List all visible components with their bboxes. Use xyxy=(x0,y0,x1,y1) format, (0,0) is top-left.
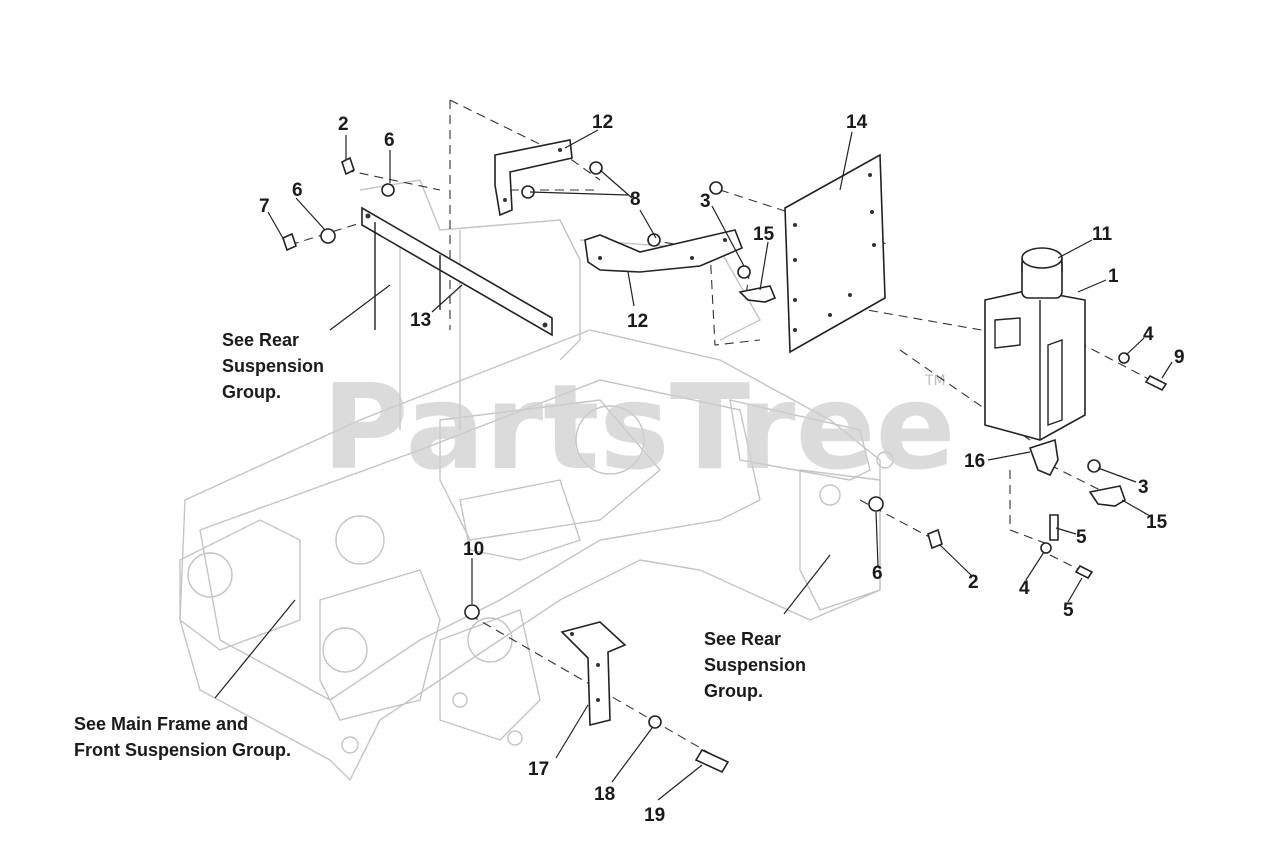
leader-lines xyxy=(214,129,1173,801)
callout-9: 9 xyxy=(1174,347,1185,368)
callout-12-upper: 12 xyxy=(592,112,613,133)
note-rear-suspension-right: See Rear Suspension Group. xyxy=(704,629,806,701)
note-line: See Rear xyxy=(704,629,781,649)
callout-1: 1 xyxy=(1108,266,1119,287)
note-line: Front Suspension Group. xyxy=(74,740,291,760)
part-12-lower-bracket xyxy=(584,229,744,273)
part-15-clamp-upper xyxy=(738,285,777,303)
part-12-upper-bracket xyxy=(494,139,573,217)
part-1-reservoir-tank xyxy=(984,257,1086,441)
note-line: Group. xyxy=(222,382,281,402)
note-line: Suspension xyxy=(222,356,324,376)
callout-3-lower: 3 xyxy=(1138,477,1149,498)
note-main-frame: See Main Frame and Front Suspension Grou… xyxy=(74,714,291,760)
part-11-cap xyxy=(1021,247,1063,272)
callout-16: 16 xyxy=(964,451,985,472)
hardware xyxy=(282,156,1168,774)
callout-6-left: 6 xyxy=(292,180,303,201)
note-rear-suspension-left: See Rear Suspension Group. xyxy=(222,330,324,402)
callout-2-lower: 2 xyxy=(968,572,979,593)
callouts: 2 6 6 7 12 8 3 15 12 13 14 11 1 4 9 16 3… xyxy=(259,112,1185,826)
callout-14: 14 xyxy=(846,112,868,133)
callout-6-top: 6 xyxy=(384,130,395,151)
part-14-mounting-plate xyxy=(784,153,886,354)
callout-5-lower: 5 xyxy=(1063,600,1074,621)
watermark-text: PartsTree xyxy=(322,358,956,496)
part-16-clip xyxy=(1028,438,1059,477)
callout-5-upper: 5 xyxy=(1076,527,1087,548)
callout-6-lower: 6 xyxy=(872,563,883,584)
callout-10: 10 xyxy=(463,539,484,560)
callout-17: 17 xyxy=(528,759,549,780)
note-line: See Rear xyxy=(222,330,299,350)
callout-11: 11 xyxy=(1092,224,1113,245)
part-17-bracket xyxy=(560,621,627,727)
callout-15-upper: 15 xyxy=(753,224,775,245)
watermark-tm: TM xyxy=(924,373,946,389)
callout-19: 19 xyxy=(644,805,665,826)
callout-8: 8 xyxy=(630,189,641,210)
callout-2-top: 2 xyxy=(338,114,349,135)
callout-13: 13 xyxy=(410,310,431,331)
callout-7: 7 xyxy=(259,196,270,217)
part-15-clamp-lower xyxy=(1088,485,1126,507)
note-line: Group. xyxy=(704,681,763,701)
callout-4-lower: 4 xyxy=(1019,578,1030,599)
callout-12-lower: 12 xyxy=(627,311,648,332)
part-13-crossbar xyxy=(361,206,553,337)
callout-18: 18 xyxy=(594,784,615,805)
note-line: Suspension xyxy=(704,655,806,675)
callout-4-upper: 4 xyxy=(1143,324,1154,345)
callout-3-upper: 3 xyxy=(700,191,711,212)
note-line: See Main Frame and xyxy=(74,714,248,734)
callout-15-lower: 15 xyxy=(1146,512,1168,533)
